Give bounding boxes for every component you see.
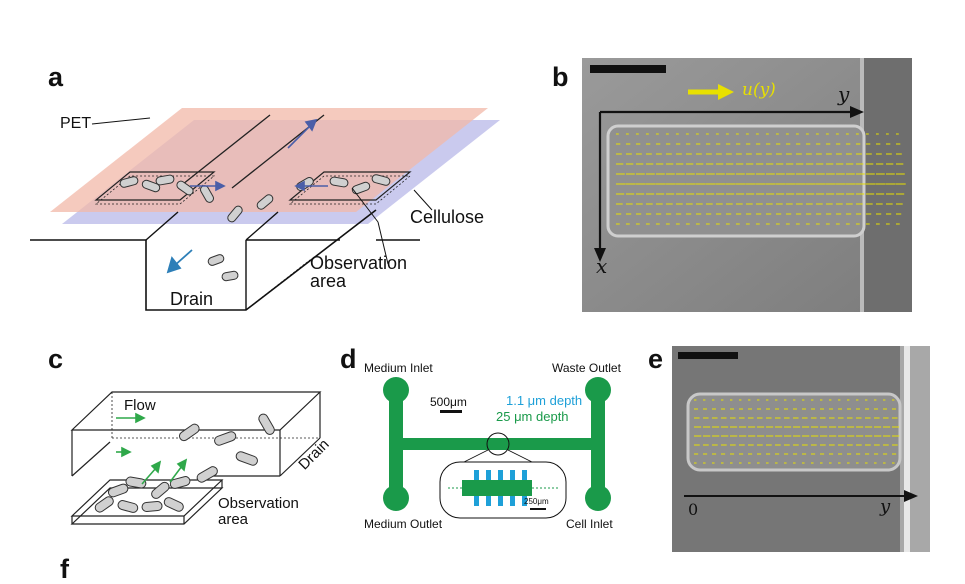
medium-outlet-label: Medium Outlet (364, 517, 443, 531)
panel-a-letter: a (48, 62, 64, 92)
waste-outlet-label: Waste Outlet (552, 361, 621, 375)
observation-area-label-c-line1: Observation (218, 495, 299, 512)
observation-area-label-line2: area (310, 271, 347, 291)
observation-area-label-c-line2: area (218, 511, 249, 528)
pet-label: PET (60, 115, 92, 132)
depth-deep-label: 25 μm depth (496, 409, 569, 424)
panel-c-schematic (70, 391, 322, 525)
axis-y-label-e: y (880, 496, 891, 517)
observation-area-label-line1: Observation (310, 253, 408, 273)
drain-label: Drain (170, 289, 214, 309)
scale-bar-250um-label: 250μm (524, 497, 549, 506)
axis-origin-label-e: 0 (688, 500, 699, 519)
cellulose-label: Cellulose (410, 207, 485, 227)
axis-x-label-b: x (596, 254, 608, 278)
velocity-label: u(y) (742, 80, 776, 100)
panel-b-letter: b (552, 62, 569, 92)
panel-a-schematic (30, 108, 500, 311)
scale-bar-500um-label: 500μm (430, 395, 467, 409)
panel-e-letter: e (648, 344, 664, 374)
flow-label-c: Flow (124, 397, 156, 414)
cell-inlet-label: Cell Inlet (566, 517, 613, 531)
panel-d-letter: d (340, 344, 357, 374)
panel-b-micrograph (582, 58, 912, 312)
panel-c-letter: c (48, 344, 64, 374)
panel-f-letter: f (60, 554, 69, 584)
depth-shallow-label: 1.1 μm depth (506, 393, 583, 408)
medium-inlet-label: Medium Inlet (364, 361, 433, 375)
axis-y-label-b: y (838, 82, 850, 106)
panel-e-micrograph (672, 346, 930, 552)
panel-d-device-schematic (383, 377, 611, 519)
